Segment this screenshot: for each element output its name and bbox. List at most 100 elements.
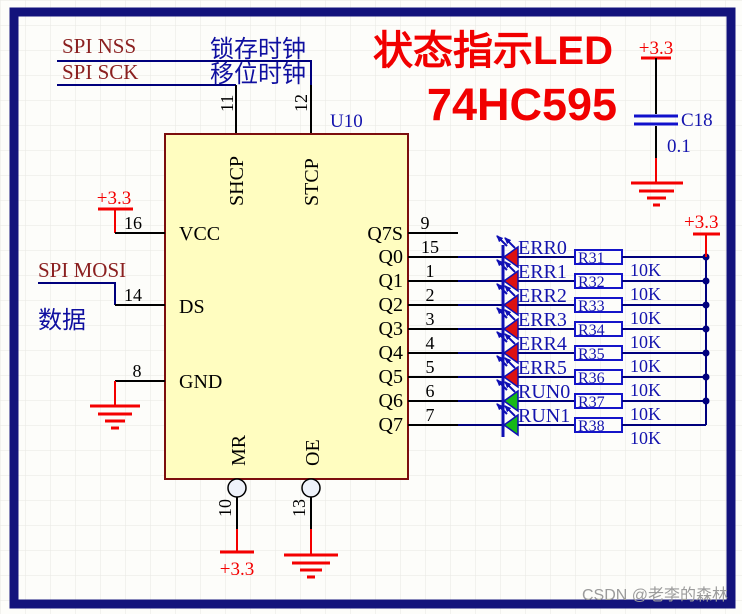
net-label-run0: RUN0	[518, 381, 570, 403]
pin-number-2: 2	[426, 285, 435, 305]
pin-number-12: 12	[291, 94, 311, 112]
resistor-value: 10K	[630, 428, 661, 448]
cap-designator: C18	[681, 110, 713, 131]
led-emission-arrow-icon	[504, 261, 516, 273]
resistor-value: 10K	[630, 380, 661, 400]
vcc-power-label: +3.3	[97, 188, 131, 209]
pin-number-8: 8	[133, 361, 142, 381]
pin-name-q7: Q7	[379, 414, 403, 436]
pin-name-q3: Q3	[379, 318, 403, 340]
pin-name-shcp: SHCP	[226, 156, 248, 206]
led-emission-arrow-icon	[504, 309, 516, 321]
pin-name-mr: MR	[228, 434, 250, 466]
net-label-err4: ERR4	[518, 333, 567, 355]
led-emission-arrow-icon	[504, 381, 516, 393]
resistor-value: 10K	[630, 308, 661, 328]
q7s-pin: 9	[408, 213, 458, 234]
resistor-value: 10K	[630, 356, 661, 376]
pin-number-4: 4	[426, 333, 435, 353]
led-power-rail: +3.3	[684, 212, 720, 425]
pin-name-ds: DS	[179, 296, 205, 318]
capacitor-icon	[634, 114, 678, 126]
chip-designator: U10	[330, 111, 363, 132]
mosi-net: SPI MOSI 数据 14	[38, 258, 165, 334]
resistor-value: 10K	[630, 404, 661, 424]
resistor-designator-r33: R33	[578, 298, 605, 315]
pin-name-oe: OE	[302, 439, 324, 466]
net-label-spi-mosi: SPI MOSI	[38, 258, 126, 282]
led-emission-arrow-icon	[504, 405, 516, 417]
pin-name-q2: Q2	[379, 294, 403, 316]
wire-spi-mosi	[38, 282, 116, 305]
chip-74hc595: U10 SHCP STCP VCC DS GND MR OE Q7S	[164, 111, 409, 480]
resistor-designator-r36: R36	[578, 370, 605, 387]
pin-name-gnd: GND	[179, 371, 222, 393]
led-emission-arrow-icon	[504, 237, 516, 249]
pin-number-11: 11	[217, 95, 237, 112]
net-label-err3: ERR3	[518, 309, 567, 331]
net-label-spi-nss: SPI NSS	[62, 34, 136, 58]
net-label-err2: ERR2	[518, 285, 567, 307]
led-emission-arrow-icon	[504, 285, 516, 297]
wire-spi-nss	[57, 60, 312, 85]
oe-pin-circuit: 13	[284, 478, 338, 579]
pin-name-q4: Q4	[379, 342, 403, 364]
pin-name-q5: Q5	[379, 366, 403, 388]
net-label-err1: ERR1	[518, 261, 567, 283]
pin-number-1: 1	[426, 261, 435, 281]
pin-name-q1: Q1	[379, 270, 403, 292]
resistor-designator-r35: R35	[578, 346, 605, 363]
pin-name-vcc: VCC	[179, 223, 220, 245]
data-note: 数据	[38, 307, 86, 334]
net-label-err0: ERR0	[518, 237, 567, 259]
pin-number-5: 5	[426, 357, 435, 377]
resistor-designator-r31: R31	[578, 250, 605, 267]
rail-power-label: +3.3	[684, 212, 718, 233]
mr-pin-circuit: 10 +3.3	[215, 478, 254, 580]
ground-icon	[631, 181, 683, 207]
page-subtitle: 74HC595	[427, 79, 617, 130]
ground-icon	[90, 404, 140, 430]
net-label-err5: ERR5	[518, 357, 567, 379]
pin-name-q6: Q6	[379, 390, 403, 412]
pin-name-stcp: STCP	[301, 158, 323, 206]
pin-number-6: 6	[426, 381, 435, 401]
net-label-run1: RUN1	[518, 405, 570, 427]
resistor-designator-r37: R37	[578, 394, 605, 411]
resistor-designator-r32: R32	[578, 274, 605, 291]
decoupling-cap-circuit: +3.3 C18 0.1	[631, 38, 713, 207]
led-emission-arrow-icon	[504, 357, 516, 369]
resistor-designator-r38: R38	[578, 418, 605, 435]
pin-number-16: 16	[124, 213, 142, 233]
title-block: 状态指示LED 74HC595	[373, 29, 617, 130]
gnd-pin-circuit: 8	[90, 361, 165, 430]
inversion-bubble-icon	[227, 478, 247, 498]
pin-number-14: 14	[124, 285, 142, 305]
resistor-value: 10K	[630, 332, 661, 352]
sheet-border	[9, 7, 736, 609]
page-title: 状态指示LED	[373, 29, 613, 73]
inversion-bubble-icon	[301, 478, 321, 498]
pin-number-7: 7	[426, 405, 435, 425]
cap-power-label: +3.3	[639, 38, 673, 59]
shift-clock-note: 移位时钟	[210, 61, 306, 88]
watermark: CSDN @老李的森林	[582, 586, 728, 604]
pin-number-3: 3	[426, 309, 435, 329]
ground-icon	[284, 553, 338, 579]
resistor-value: 10K	[630, 260, 661, 280]
mr-power-label: +3.3	[220, 559, 254, 580]
pin-number-15: 15	[421, 237, 439, 257]
led-emission-arrow-icon	[504, 333, 516, 345]
latch-clock-note: 锁存时钟	[210, 36, 306, 63]
net-label-spi-sck: SPI SCK	[62, 60, 138, 84]
pin-number-9: 9	[421, 213, 430, 233]
resistor-value: 10K	[630, 284, 661, 304]
